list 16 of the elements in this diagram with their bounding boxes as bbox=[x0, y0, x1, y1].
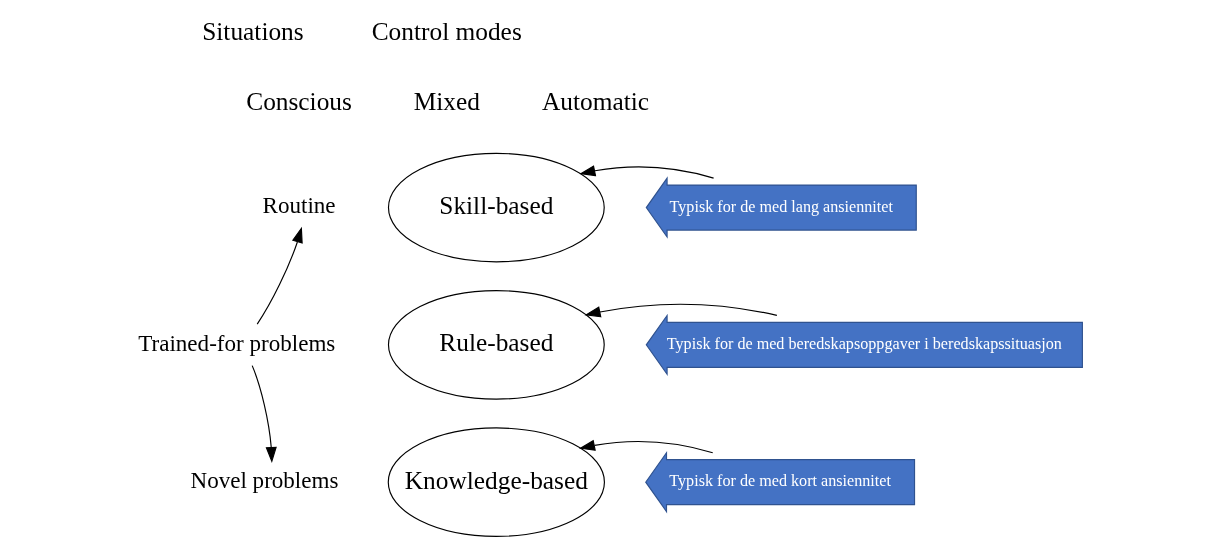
node-ellipse: Rule-based bbox=[387, 290, 605, 400]
arrow bbox=[578, 165, 714, 179]
node-ellipse: Skill-based bbox=[387, 152, 605, 263]
label: Mixed bbox=[413, 87, 480, 116]
node-text: Trained-for problems bbox=[137, 329, 335, 356]
node-text: Routine bbox=[262, 192, 336, 219]
arrow bbox=[251, 365, 277, 464]
arrow bbox=[578, 439, 713, 454]
arrow bbox=[584, 303, 777, 318]
label: Conscious bbox=[245, 87, 352, 116]
label: Situations bbox=[201, 16, 304, 45]
arrow bbox=[256, 226, 303, 325]
label: Control modes bbox=[371, 16, 522, 45]
label: Automatic bbox=[541, 87, 649, 116]
node-text: Novel problems bbox=[189, 466, 338, 493]
node-ellipse: Knowledge-based bbox=[387, 427, 605, 537]
